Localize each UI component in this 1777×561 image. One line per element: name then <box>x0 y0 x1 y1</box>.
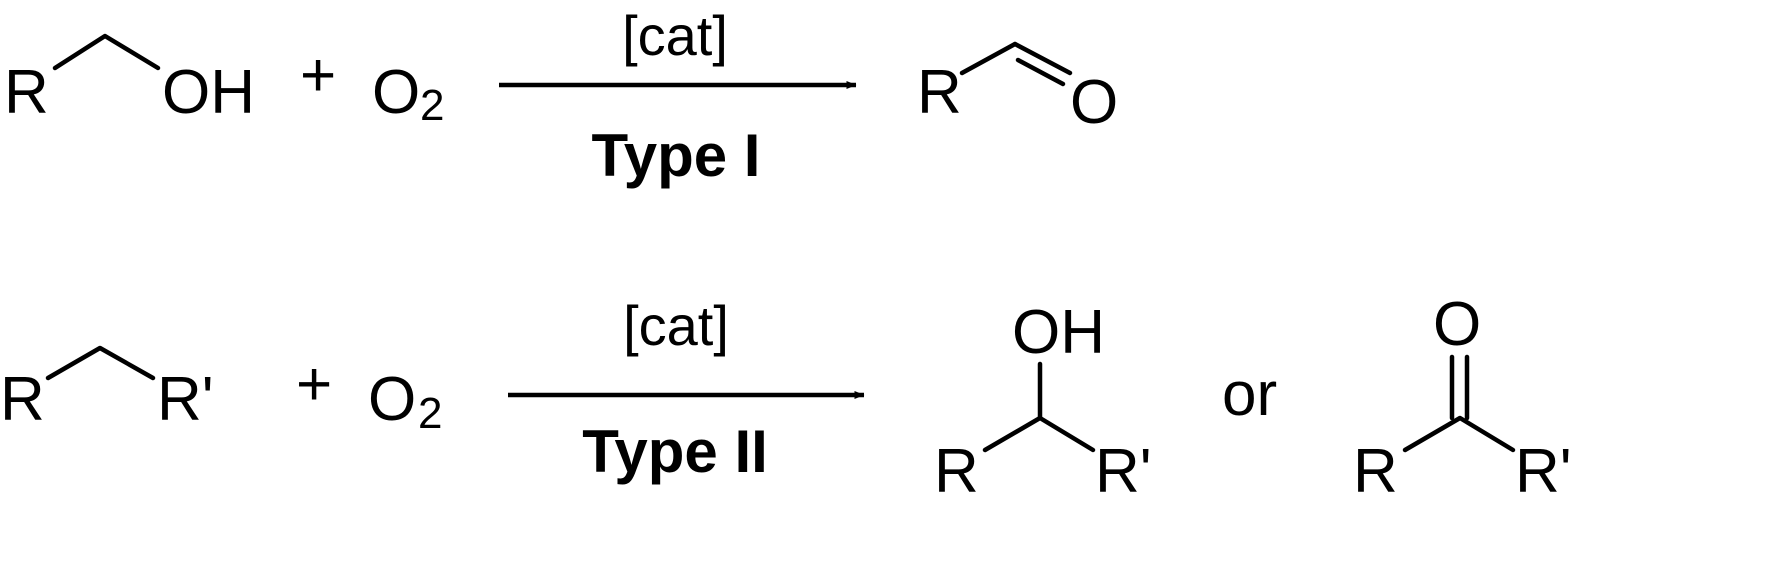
product-ketone: O R R' <box>1353 290 1572 506</box>
reactant-primary-alcohol: R OH <box>4 33 255 127</box>
oxygen-label: O <box>1433 290 1481 359</box>
reaction-type-2: R R' + O 2 [cat] Type II OH R R' or O <box>0 290 1572 506</box>
r-prime-label: R' <box>1515 437 1572 506</box>
reaction-arrow-1: [cat] Type I <box>499 4 857 189</box>
hydroxyl-label: OH <box>162 58 255 127</box>
or-connector: or <box>1222 360 1277 429</box>
bond-chain <box>45 345 156 381</box>
r-group-label: R <box>917 58 962 127</box>
bond-chain <box>982 415 1096 453</box>
double-bond-outer <box>1012 41 1073 76</box>
oxygen-reagent: O 2 <box>372 58 444 130</box>
reactant-alkane: R R' <box>0 345 214 434</box>
r-group-label: R <box>1353 437 1398 506</box>
product-secondary-alcohol: OH R R' <box>934 298 1152 506</box>
product-aldehyde: R O <box>917 41 1118 137</box>
r-group-label: R <box>934 437 979 506</box>
oxygen-subscript: 2 <box>420 81 444 130</box>
oxygen-reagent: O 2 <box>368 365 442 438</box>
hydroxyl-label: OH <box>1012 298 1105 367</box>
catalyst-label: [cat] <box>623 294 729 357</box>
bond-chain <box>1402 415 1516 453</box>
oxygen-symbol: O <box>368 365 416 434</box>
bond-chain <box>52 33 161 71</box>
oxygen-subscript: 2 <box>418 389 442 438</box>
plus-sign: + <box>296 350 332 419</box>
r-group-label: R <box>0 365 45 434</box>
r-group-label: R <box>4 58 49 127</box>
double-bond-inner <box>1015 57 1066 87</box>
r-prime-label: R' <box>1095 437 1152 506</box>
oxygen-symbol: O <box>372 58 420 127</box>
oxygen-label: O <box>1070 68 1118 137</box>
reaction-arrow-2: [cat] Type II <box>508 294 865 485</box>
r-prime-label: R' <box>157 365 214 434</box>
reaction-type-label: Type II <box>582 418 768 485</box>
plus-sign: + <box>300 41 336 110</box>
catalyst-label: [cat] <box>622 4 728 67</box>
bond-r-c <box>959 41 1018 76</box>
reaction-type-label: Type I <box>592 122 761 189</box>
reaction-type-1: R OH + O 2 [cat] Type I R O <box>4 4 1118 189</box>
